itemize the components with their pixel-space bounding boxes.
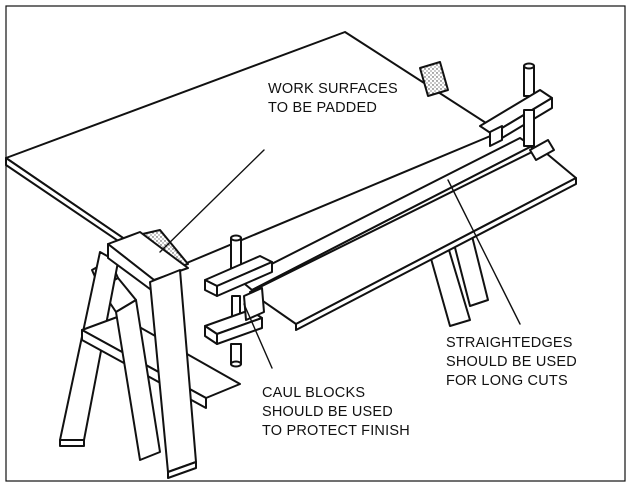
leader-lines [159,149,521,369]
callout-line: SHOULD BE USED [446,354,577,370]
callout-line: STRAIGHTEDGES [446,335,573,351]
callout-line: TO BE PADDED [268,100,378,116]
front-sawhorse [59,231,241,479]
callout-caul-blocks: CAUL BLOCKS SHOULD BE USED TO PROTECT FI… [262,384,410,441]
callout-line: WORK SURFACES [268,81,398,97]
back-clamp [479,62,555,161]
callout-line: TO PROTECT FINISH [262,423,410,439]
callout-line: CAUL BLOCKS [262,385,366,401]
border [5,5,626,482]
callout-line: FOR LONG CUTS [446,373,568,389]
cutoff-board [249,147,577,331]
callout-line: SHOULD BE USED [262,404,393,420]
front-clamp [204,234,273,368]
pad-back [419,61,449,97]
callout-work-surfaces: WORK SURFACES TO BE PADDED [268,80,398,118]
callout-straightedges: STRAIGHTEDGES SHOULD BE USED FOR LONG CU… [446,334,577,391]
